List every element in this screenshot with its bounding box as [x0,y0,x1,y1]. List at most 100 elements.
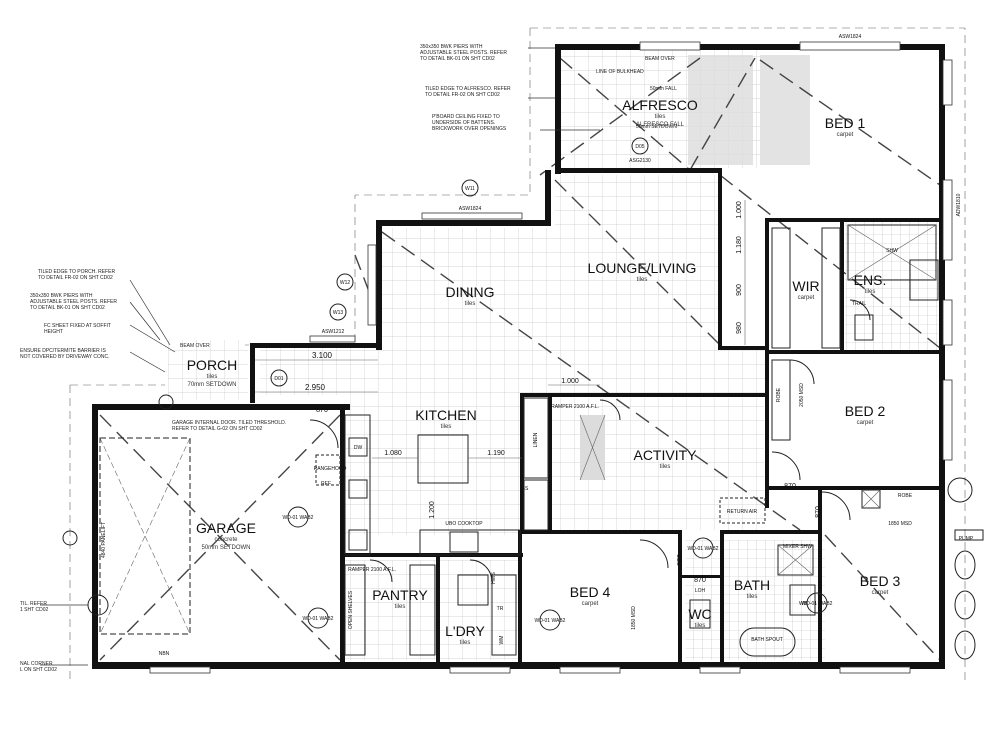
room-note-alfresco: ALFRESCO FALL [636,122,685,128]
label-wm: WM [499,636,505,645]
tag-wd-garage-2: WD-01 WAB2 [303,616,334,622]
fixture-labels: DW REF LINEN RETURN AIR ROBE ROBE 2050 M… [101,248,974,657]
dim-870-bed4: 870 [677,554,684,566]
room-finish-wir: carpet [798,295,815,301]
window-w13-tag: W13 [333,310,344,316]
door-asg2130: ASG2130 [629,158,651,164]
label-msd-bed2: 2050 MSD [799,383,805,407]
label-wb: WB [799,601,808,607]
note-pboard-2: UNDERSIDE OF BATTENS. [432,120,495,126]
note-tiled-edge-porch-1: TILED EDGE TO PORCH. REFER [38,269,115,275]
dim-1180: 1.180 [736,236,743,254]
room-label-bath: BATH [734,577,770,593]
label-ramper-pantry: RAMPER 2100 A.F.L. [348,567,396,573]
label-nbn: NBN [159,651,170,657]
room-finish-bed3: carpet [872,590,889,596]
room-finish-ldry: tiles [460,640,471,646]
room-label-pantry: PANTRY [372,587,428,603]
note-piers-alfresco-1: 350x350 BWK PIERS WITH [420,44,483,50]
label-ramper-activity: RAMPER 2100 A.F.L. [551,404,599,410]
room-label-kitchen: KITCHEN [415,407,476,423]
door-d05-tag: D05 [635,144,644,150]
note-dpc-2: NOT COVERED BY DRIVEWAY CONC. [20,354,109,360]
diagonal-lines [99,57,941,661]
room-finish-pantry: tiles [395,604,406,610]
dim-1190: 1.190 [487,450,505,457]
room-label-garage: GARAGE [196,520,256,536]
door-d01-tag: D01 [274,376,283,382]
note-beam-over-porch: BEAM OVER [180,343,210,349]
note-tiled-edge-alfresco-2: TO DETAIL FR-02 ON SHT CD02 [425,92,500,98]
dim-3100: 3.100 [312,351,333,360]
note-left-1b: 1 SHT CD02 [20,607,48,613]
label-hws: HWS [491,572,497,584]
room-finish-dining: tiles [465,301,476,307]
room-label-wc: WC [688,606,711,622]
room-label-bed2: BED 2 [845,403,886,419]
note-pboard-1: P'BOARD CEILING FIXED TO [432,114,500,120]
annotation-notes: 350x350 BWK PIERS WITH ADJUSTABLE STEEL … [20,44,866,673]
tag-wd-garage-1: WD-01 WAB2 [283,515,314,521]
room-finish-bed4: carpet [582,601,599,607]
note-beam-over-alfresco: BEAM OVER [645,56,675,62]
dimension-lines [255,200,746,459]
walls [92,44,945,669]
room-label-activity: ACTIVITY [633,447,697,463]
note-garage-door-1: GARAGE INTERNAL DOOR. TILED THRESHOLD. [172,420,286,426]
room-label-bed3: BED 3 [860,573,901,589]
room-note-porch: 70mm SETDOWN [187,382,236,388]
note-fc-sheet-2: HEIGHT [44,329,63,335]
room-label-bed4: BED 4 [570,584,611,600]
room-label-porch: PORCH [187,357,238,373]
room-finish-lounge: tiles [637,277,648,283]
dim-1080: 1.080 [384,450,402,457]
label-bath-spout: BATH SPOUT [751,637,783,643]
window-w12-tag: W12 [340,280,351,286]
kitchen-fixtures [344,397,766,556]
note-piers-alfresco-3: TO DETAIL BK-01 ON SHT CD02 [420,56,495,62]
note-setdown-alfresco: 50mm SETDOWN [636,124,677,130]
garage-details [62,394,341,635]
room-finish-bath: tiles [747,594,758,600]
note-pboard-3: BRICKWORK OVER OPENINGS [432,126,507,132]
room-labels: ALFRESCO tiles ALFRESCO FALL BED 1 carpe… [187,97,901,646]
bath-fixtures [344,224,984,660]
label-dw: DW [354,445,363,451]
label-ubo: UBO COOKTOP [445,521,483,527]
room-label-alfresco: ALFRESCO [622,97,698,113]
label-loh: LOH [695,588,706,594]
note-fc-sheet-1: FC SHEET FIXED AT SOFFIT [44,323,111,329]
window-codes: ASW1824 ASW1824 ASW1212 ASG2130 ADW1810 … [270,34,962,387]
room-finish-garage: concrete [214,537,238,543]
note-garage-door-2: REFER TO DETAIL G-02 ON SHT CD02 [172,426,263,432]
note-left-2b: L ON SHT CD02 [20,667,57,673]
window-w11-tag: W11 [465,186,475,192]
tag-wd-hall: WD-01 WAB2 [688,546,719,552]
label-shw: SHW [886,248,898,254]
windows [149,41,953,674]
window-asw1212: ASW1212 [322,329,345,335]
label-tr: TR [497,606,504,612]
outer-boundaries [69,27,966,680]
label-linen: LINEN [533,432,539,447]
note-dpc-1: ENSURE DPC/TERMITE BARRIER IS [20,348,107,354]
dim-1200: 1.200 [429,501,436,519]
note-piers-porch-2: ADJUSTABLE STEEL POSTS. REFER [30,299,117,305]
tag-wd-bath: WD-01 WAB2 [802,601,833,607]
window-asw1824-mid: ASW1824 [459,206,482,212]
dimension-labels: 3.100 2.950 1.000 1.080 1.190 1.200 870 … [305,201,822,584]
room-finish-activity: tiles [660,464,671,470]
note-left-1: TIL. REFER [20,601,47,607]
label-ref: REF [321,481,331,487]
note-left-2: NAL CORNER [20,661,53,667]
room-finish-bed1: carpet [837,132,854,138]
door-swings [309,299,871,583]
window-asw1824-top: ASW1824 [839,34,862,40]
room-note-garage: 50mm SETDOWN [201,545,250,551]
room-label-lounge: LOUNGE/LIVING [588,260,697,276]
label-rangehood: RANGEHOOD [314,466,347,472]
dim-870-bed2: 870 [784,483,796,490]
dim-1000-vertical: 1.000 [736,201,743,219]
note-piers-porch-1: 350x350 BWK PIERS WITH [30,293,93,299]
